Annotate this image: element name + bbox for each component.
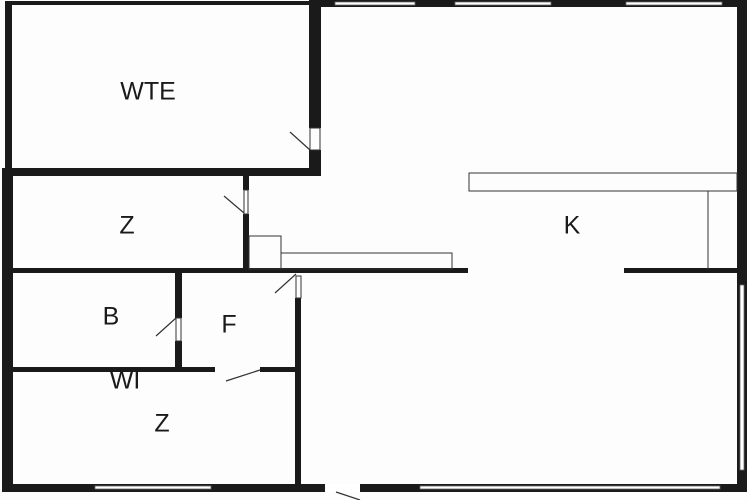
window (419, 485, 721, 490)
wall-b-right-upper (175, 272, 182, 318)
wall-bottom (2, 484, 747, 492)
wall-mid-right (624, 268, 737, 273)
door-frame (309, 127, 321, 151)
wall-wte-bottom (2, 168, 321, 176)
wall-z-right-upper (243, 172, 249, 190)
side-counter (280, 252, 453, 270)
wall-wi-right (260, 367, 300, 372)
window (94, 485, 212, 490)
walls (2, 0, 747, 492)
room-label-f: F (221, 310, 237, 339)
window (739, 284, 745, 471)
wall-left (2, 170, 13, 492)
door-swing (289, 131, 311, 151)
room-label-bedroom-bottom: Z (154, 409, 170, 438)
stair-box (248, 235, 282, 270)
room-label-kitchen: K (563, 211, 581, 240)
room-label-bedroom-top: Z (119, 211, 135, 240)
wall-right (737, 0, 747, 492)
window (334, 1, 416, 6)
window (454, 1, 552, 6)
door-swing (225, 369, 261, 382)
wall-mid-left (12, 268, 468, 273)
door-swings (155, 131, 361, 500)
wall-wi-left (12, 367, 215, 372)
wall-wte-right-upper (309, 0, 321, 128)
room-label-walk-in: WI (109, 366, 141, 395)
wall-wte-top (5, 1, 310, 5)
room-label-wte: WTE (120, 77, 176, 106)
room-label-bathroom: B (102, 302, 120, 331)
door-swing (274, 273, 297, 294)
door-swing (335, 491, 361, 500)
door-frame (175, 317, 182, 342)
windows (94, 1, 745, 492)
wall-b-right-lower (175, 341, 182, 371)
door-frame (243, 189, 249, 215)
door-swing (223, 195, 245, 214)
wall-f-right (295, 298, 301, 488)
wall-wte-left (5, 1, 12, 173)
door-opening (325, 484, 360, 492)
door-swing (155, 317, 177, 337)
kitchen-counter (468, 172, 738, 192)
door-frame (295, 275, 302, 299)
window (625, 1, 723, 6)
fixtures (175, 127, 738, 342)
wall-z-right-lower (243, 214, 249, 271)
